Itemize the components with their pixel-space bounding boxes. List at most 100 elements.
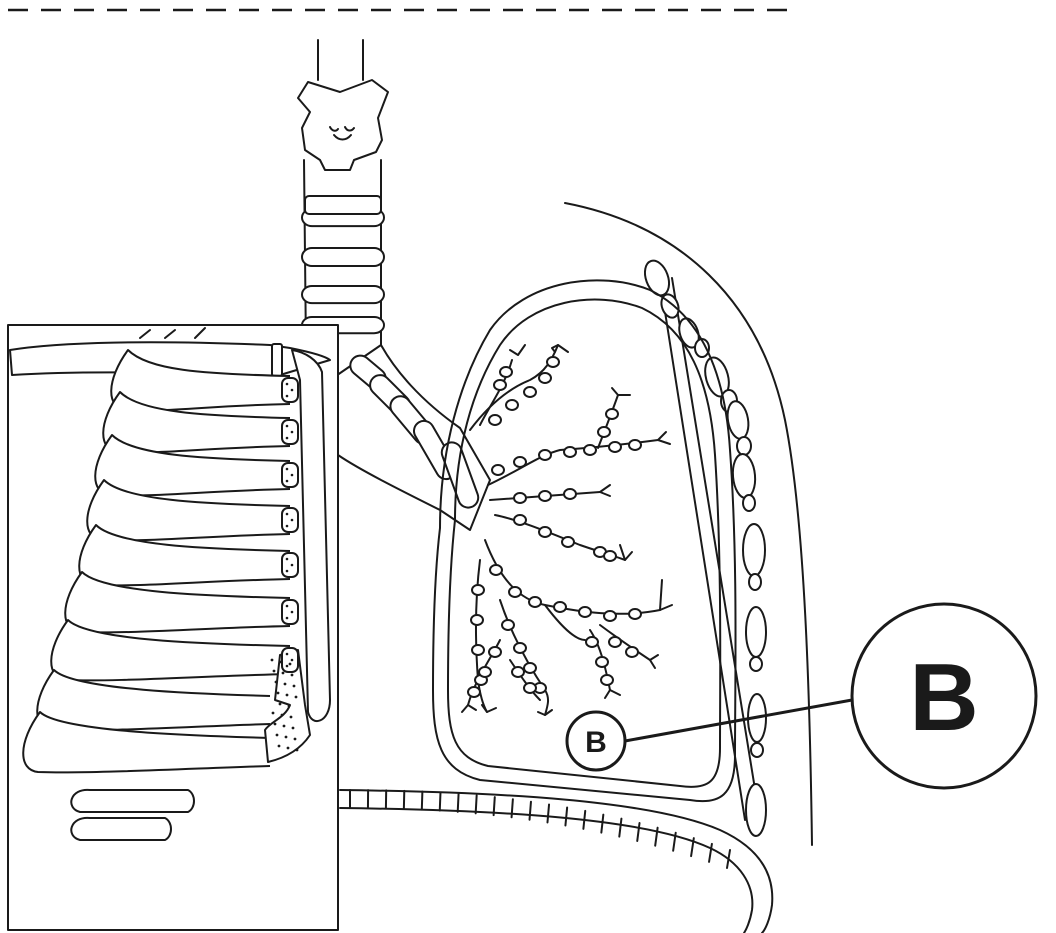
trachea-ring bbox=[302, 248, 384, 266]
bronchiole-ring bbox=[512, 667, 524, 677]
bronchiole-ring bbox=[514, 515, 526, 525]
bronchiole-ring bbox=[564, 489, 576, 499]
costal-cartilage bbox=[282, 378, 298, 402]
costal-cartilage bbox=[282, 508, 298, 532]
bronchiole-ring bbox=[609, 637, 621, 647]
bronchiole-ring bbox=[502, 620, 514, 630]
cartilage-dot bbox=[278, 745, 281, 748]
cartilage-dot bbox=[286, 468, 289, 471]
cartilage-dot bbox=[292, 727, 295, 730]
bronchiole-ring bbox=[472, 645, 484, 655]
bronchiole-ring bbox=[629, 609, 641, 619]
bronchiole-ring bbox=[472, 585, 484, 595]
cartilage-dot bbox=[286, 558, 289, 561]
cartilage-dot bbox=[286, 665, 289, 668]
cartilage-dot bbox=[286, 395, 289, 398]
diaphragm-stripe bbox=[476, 795, 477, 813]
cartilage-dot bbox=[271, 659, 274, 662]
cartilage-dot bbox=[286, 425, 289, 428]
cartilage-dot bbox=[286, 653, 289, 656]
bronchiole-ring bbox=[539, 491, 551, 501]
floating-rib bbox=[71, 790, 194, 812]
costal-cartilage bbox=[282, 600, 298, 624]
diaphragm-stripe bbox=[619, 819, 621, 837]
cartilage-dot bbox=[284, 683, 287, 686]
diaphragm-stripe bbox=[637, 823, 639, 841]
diaphragm-stripe bbox=[583, 811, 585, 829]
trachea-ring bbox=[302, 286, 384, 303]
cartilage-dot bbox=[286, 437, 289, 440]
costal-cartilage bbox=[282, 420, 298, 444]
bronchiole-ring bbox=[489, 415, 501, 425]
bronchiole-ring bbox=[514, 493, 526, 503]
cartilage-dot bbox=[296, 749, 299, 752]
diaphragm bbox=[340, 790, 772, 933]
bronchiole-ring bbox=[547, 357, 559, 367]
cartilage-dot bbox=[281, 714, 284, 717]
cartilage-dot bbox=[273, 670, 276, 673]
bronchiole-ring bbox=[562, 537, 574, 547]
cartilage-dot bbox=[288, 705, 291, 708]
bronchiole-ring bbox=[539, 450, 551, 460]
bronchiole-ring bbox=[564, 447, 576, 457]
diaphragm-stripe bbox=[422, 792, 423, 810]
rib-cage-inset bbox=[8, 325, 338, 930]
cartilage-dot bbox=[272, 712, 275, 715]
larynx-trachea bbox=[298, 40, 388, 355]
cartilage-dot bbox=[295, 696, 298, 699]
cartilage-dot bbox=[286, 513, 289, 516]
bronchiole-ring bbox=[601, 675, 613, 685]
cartilage-dot bbox=[283, 725, 286, 728]
trachea-ring bbox=[305, 196, 381, 214]
bronchiole-ring bbox=[539, 527, 551, 537]
cartilage-dot bbox=[287, 747, 290, 750]
callout-leader-line bbox=[625, 700, 852, 741]
cartilage-dot bbox=[274, 723, 277, 726]
bronchiole-ring bbox=[509, 587, 521, 597]
cartilage-dot bbox=[294, 738, 297, 741]
bronchiole-ring bbox=[609, 442, 621, 452]
diaphragm-stripe bbox=[494, 797, 495, 815]
bronchiole-ring bbox=[604, 611, 616, 621]
bronchiole-ring bbox=[606, 409, 618, 419]
thyroid-cartilage bbox=[298, 80, 388, 170]
cartilage-dot bbox=[291, 564, 294, 567]
bronchiole-ring bbox=[586, 637, 598, 647]
cartilage-dot bbox=[286, 480, 289, 483]
bronchiole-ring bbox=[598, 427, 610, 437]
bronchiole-ring bbox=[584, 445, 596, 455]
cartilage-dot bbox=[276, 734, 279, 737]
bronchiole-ring bbox=[492, 465, 504, 475]
cartilage-dot bbox=[286, 694, 289, 697]
diaphragm-stripe bbox=[709, 844, 712, 862]
small-label-b: B bbox=[585, 726, 607, 759]
cartilage-dot bbox=[291, 519, 294, 522]
cartilage-dot bbox=[286, 570, 289, 573]
cartilage-dot bbox=[286, 617, 289, 620]
diaphragm-stripe bbox=[458, 794, 459, 812]
cartilage-dot bbox=[286, 383, 289, 386]
cartilage-dot bbox=[279, 703, 282, 706]
bronchiole-ring bbox=[596, 657, 608, 667]
costal-cartilage bbox=[282, 648, 298, 672]
diaphragm-stripe bbox=[547, 804, 549, 822]
bronchiole-ring bbox=[514, 457, 526, 467]
cartilage-dot bbox=[291, 474, 294, 477]
cartilage-dot bbox=[291, 659, 294, 662]
diaphragm-stripe bbox=[440, 793, 441, 811]
cartilage-dot bbox=[291, 674, 294, 677]
diaphragm-stripe bbox=[601, 815, 603, 833]
cartilage-dot bbox=[291, 611, 294, 614]
cartilage-dot bbox=[282, 672, 285, 675]
bronchiole-ring bbox=[579, 607, 591, 617]
bronchiole-ring bbox=[629, 440, 641, 450]
diaphragm-stripe bbox=[530, 802, 531, 820]
bronchiole-ring bbox=[514, 643, 526, 653]
bronchiole-ring bbox=[529, 597, 541, 607]
bronchiole-ring bbox=[604, 551, 616, 561]
large-callout-b: B bbox=[909, 644, 978, 751]
bronchiole-ring bbox=[626, 647, 638, 657]
costal-cartilage bbox=[282, 463, 298, 487]
bronchiole-ring bbox=[506, 400, 518, 410]
main-bronchus bbox=[330, 345, 490, 530]
